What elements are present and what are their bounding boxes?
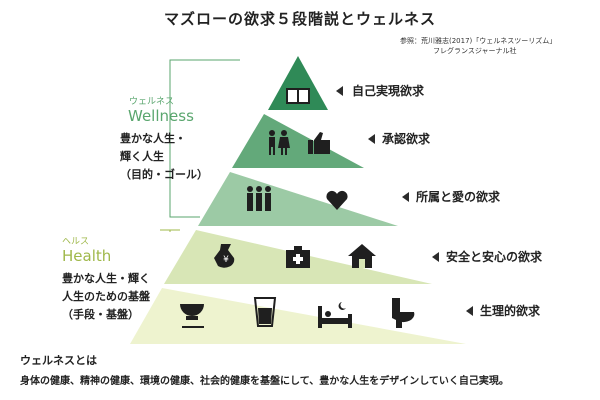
level-1-label: 自己実現欲求	[352, 84, 425, 98]
level-2-pointer	[368, 134, 375, 144]
wellness-desc-line-2: 輝く人生	[120, 150, 164, 163]
wellness-english: Wellness	[128, 107, 194, 125]
heart-icon	[326, 190, 348, 210]
svg-text:¥: ¥	[223, 255, 229, 265]
source-citation: 参照：荒川雅志(2017)「ウェルネスツーリズム」 フレグランスジャーナル社	[400, 36, 556, 56]
level-2-band	[232, 114, 364, 168]
level-2-label: 承認欲求	[382, 132, 431, 146]
health-bracket	[169, 229, 180, 232]
level-5-pointer	[466, 306, 473, 316]
footer-body: 身体の健康、精神の健康、環境の健康、社会的健康を基盤にして、豊かな人生をデザイン…	[20, 376, 509, 387]
health-description: 豊かな人生・輝く 人生のための基盤 （手段・基盤）	[62, 270, 150, 324]
level-5-label: 生理的欲求	[480, 304, 541, 318]
level-3-band	[198, 172, 398, 226]
wellness-description: 豊かな人生・ 輝く人生 （目的・ゴール）	[120, 130, 208, 184]
level-4-pointer	[432, 252, 439, 262]
health-english: Health	[62, 247, 112, 265]
level-4-label: 安全と安心の欲求	[446, 250, 543, 264]
wellness-bracket	[169, 59, 240, 218]
thumbs-up-icon	[308, 132, 330, 154]
level-1-band	[268, 56, 328, 110]
health-desc-line-2: 人生のための基盤	[62, 290, 150, 303]
page-title: マズローの欲求５段階説とウェルネス	[163, 10, 436, 28]
house-icon	[348, 244, 376, 268]
toilet-icon	[392, 298, 415, 328]
health-desc-line-1: 豊かな人生・輝く	[62, 272, 150, 285]
level-5-band	[130, 288, 466, 344]
group-icon	[247, 186, 271, 211]
people-icon	[269, 130, 290, 155]
rice-bowl-icon	[180, 304, 204, 328]
level-1-pointer	[336, 86, 343, 96]
footer-heading: ウェルネスとは	[20, 354, 97, 367]
wellness-desc-line-1: 豊かな人生・	[120, 132, 186, 145]
source-line-2: フレグランスジャーナル社	[433, 47, 517, 55]
wellness-desc-line-3: （目的・ゴール）	[120, 168, 208, 181]
health-kana: ヘルス	[62, 237, 90, 247]
health-desc-line-3: （手段・基盤）	[62, 308, 139, 321]
bed-icon	[318, 302, 352, 328]
money-bag-icon: ¥	[214, 244, 235, 268]
glass-icon	[253, 297, 277, 327]
wellness-kana: ウェルネス	[129, 97, 175, 107]
book-icon	[286, 88, 310, 104]
level-3-pointer	[402, 192, 409, 202]
first-aid-kit-icon	[286, 246, 310, 268]
level-3-label: 所属と愛の欲求	[416, 190, 501, 204]
source-line-1: 参照：荒川雅志(2017)「ウェルネスツーリズム」	[400, 37, 557, 45]
